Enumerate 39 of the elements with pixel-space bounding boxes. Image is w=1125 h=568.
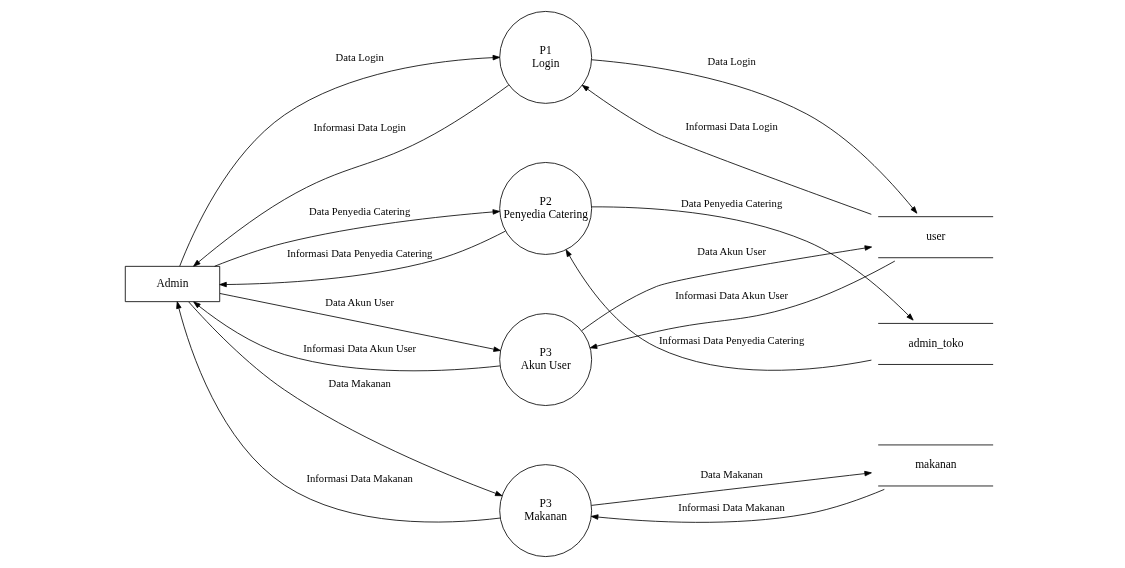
edge-label: Data Akun User <box>697 244 766 257</box>
node-box: Admin <box>124 265 221 303</box>
arrow <box>179 54 501 267</box>
node-circle: P2 Penyedia Catering <box>499 162 593 255</box>
node-text: user <box>926 230 946 243</box>
edge-label: Informasi Data Akun User <box>303 341 417 354</box>
edge-label: Data Penyedia Catering <box>309 205 411 218</box>
edge-label: Informasi Data Penyedia Catering <box>287 247 433 260</box>
edge-label: Data Login <box>707 55 756 68</box>
arrow <box>565 249 872 371</box>
arrow <box>581 84 872 215</box>
arrow <box>591 59 918 214</box>
arrow <box>589 260 896 349</box>
edge-label: Informasi Data Akun User <box>675 289 789 302</box>
arrow <box>591 470 872 506</box>
arrow <box>176 301 501 523</box>
edge-label: Data Login <box>335 51 384 63</box>
node-text: makanan <box>915 458 957 471</box>
arrow <box>591 206 914 321</box>
edge-label: Data Makanan <box>328 376 391 389</box>
node-circle: P3 Akun User <box>499 313 593 406</box>
arrow <box>219 230 506 288</box>
arrow <box>193 301 501 372</box>
edge-label: Informasi Data Penyedia Catering <box>658 334 805 347</box>
arrow <box>214 209 501 267</box>
edge-label: Data Akun User <box>325 295 395 308</box>
edge-label: Informasi Data Login <box>313 120 406 133</box>
arrow <box>193 84 510 267</box>
node-text: admin_toko <box>908 336 964 349</box>
arrow <box>590 488 885 523</box>
edge-label: Informasi Data Login <box>685 119 778 132</box>
node-circle: P3 Makanan <box>499 464 593 557</box>
arrow <box>188 301 503 497</box>
arrow <box>581 245 872 332</box>
arrow <box>219 293 501 352</box>
edge-label: Data Penyedia Catering <box>681 197 783 210</box>
edge-label: Informasi Data Makanan <box>306 472 413 485</box>
edge-label: Data Makanan <box>700 468 763 481</box>
edge-label: Informasi Data Makanan <box>678 500 785 513</box>
